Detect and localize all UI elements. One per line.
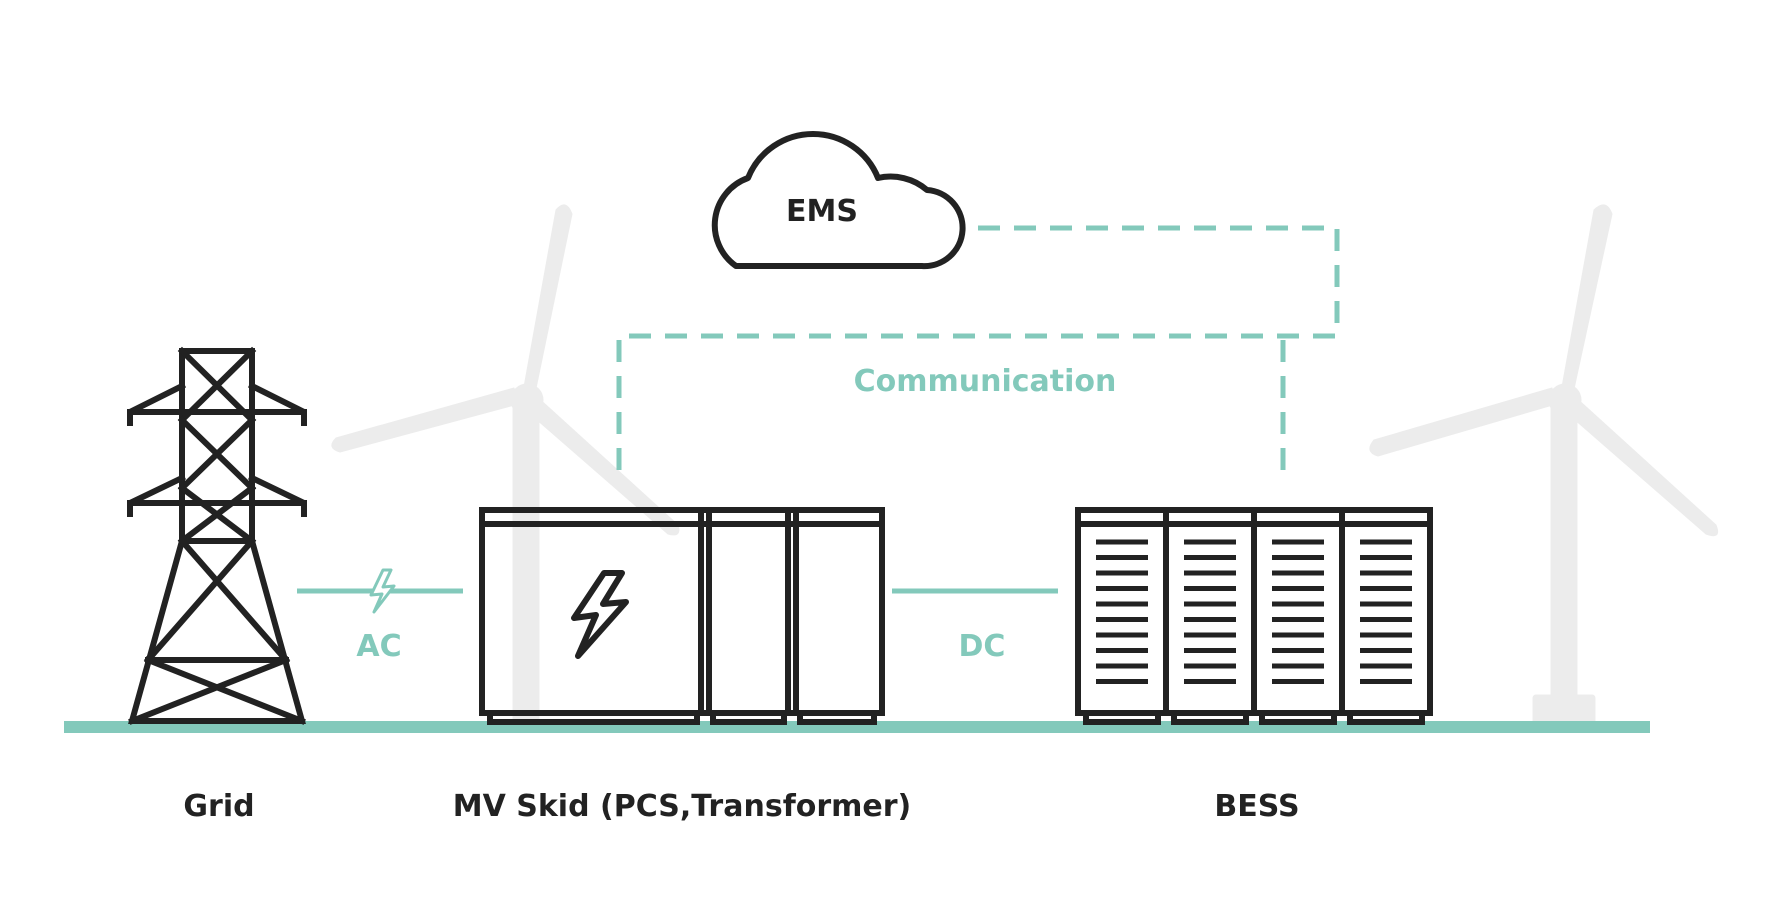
ems-label: EMS xyxy=(786,194,858,229)
grid-label: Grid xyxy=(183,789,254,824)
communication-label: Communication xyxy=(854,364,1117,399)
mv-skid-label: MV Skid (PCS,Transformer) xyxy=(453,789,912,824)
ac-label: AC xyxy=(356,629,401,664)
battery-rack-icon xyxy=(1075,507,1433,725)
lightning-bolt-icon xyxy=(571,570,629,659)
lightning-bolt-icon xyxy=(369,568,396,614)
mv-skid-icon xyxy=(479,507,885,725)
ground-line xyxy=(64,721,1650,733)
transmission-tower-icon xyxy=(127,346,307,725)
bess-label: BESS xyxy=(1214,789,1299,824)
communication-lines xyxy=(616,225,1340,470)
wind-turbine-icon xyxy=(331,204,680,726)
wind-turbine-icon xyxy=(1369,204,1719,728)
battery-slats xyxy=(1096,539,1412,684)
cloud-icon xyxy=(711,130,966,270)
dc-label: DC xyxy=(959,629,1006,664)
